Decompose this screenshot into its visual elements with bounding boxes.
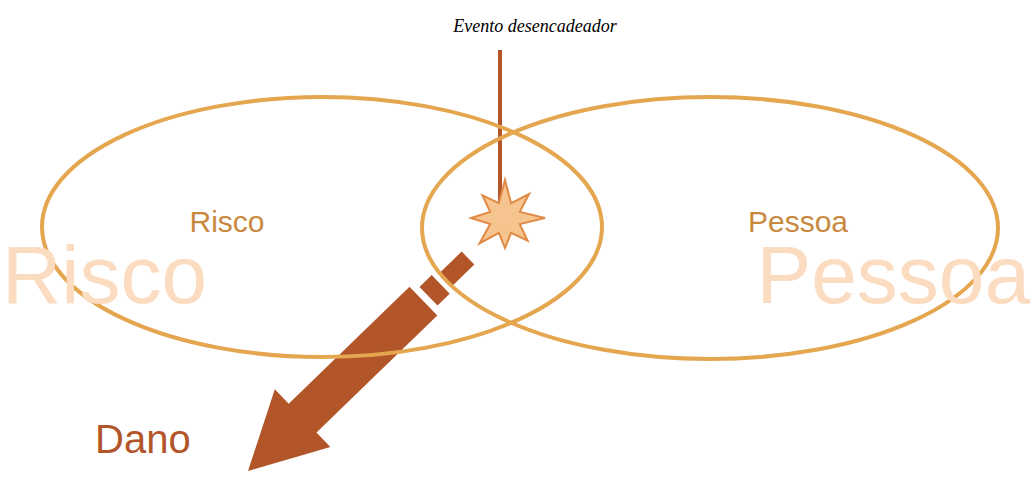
watermark: Pessoa: [756, 228, 1030, 322]
watermark: Risco: [2, 228, 207, 322]
event-label: Evento desencadeador: [453, 16, 616, 37]
damage-arrow: [248, 287, 437, 471]
set-ellipse: Pessoa: [420, 95, 1000, 361]
damage-label: Dano: [95, 416, 191, 462]
event-burst: [471, 180, 545, 248]
ellipse-outline: [420, 95, 1000, 361]
